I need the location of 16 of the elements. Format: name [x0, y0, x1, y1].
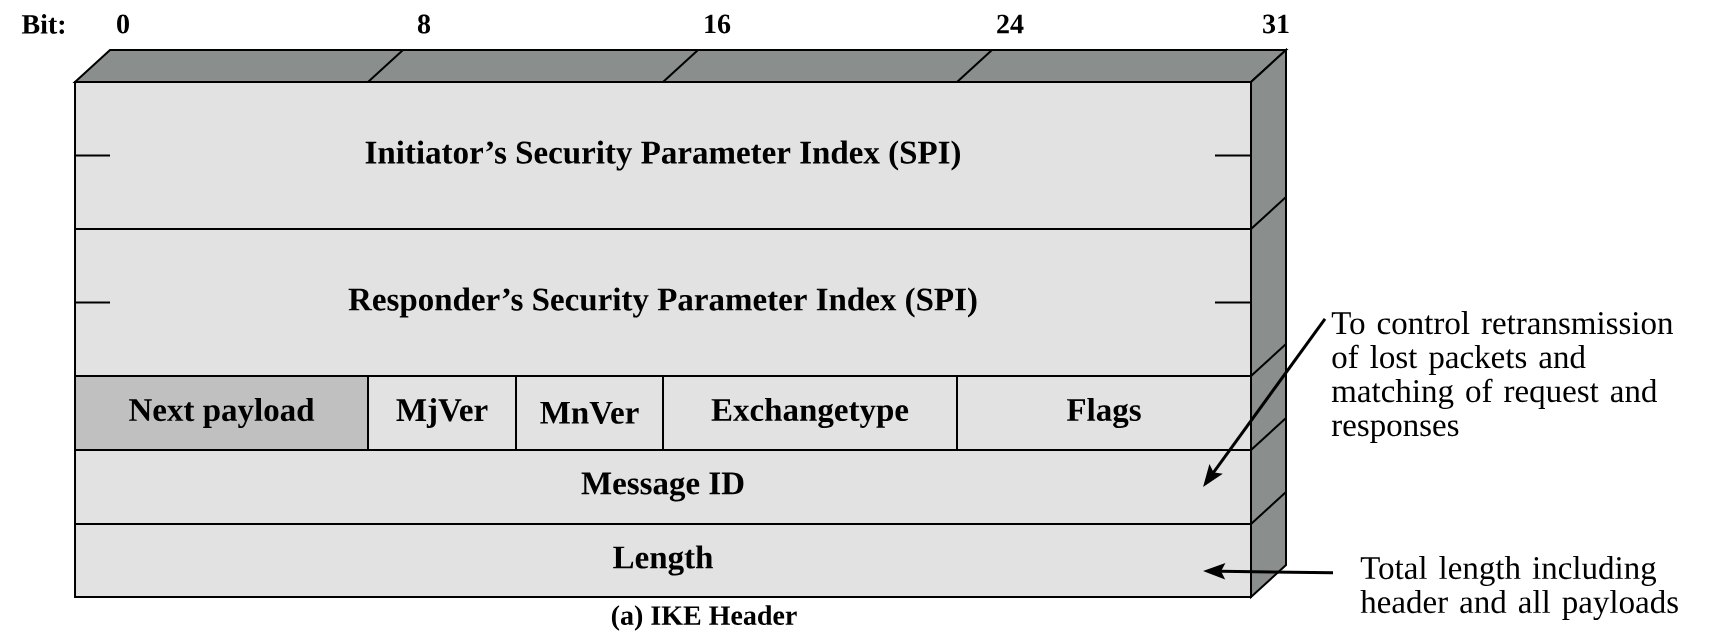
annotation-text: To control retransmission of lost packets and matching of request and responses — [1331, 311, 1673, 443]
header-field: Next payload — [74, 375, 369, 451]
bit-label: 31 — [1263, 14, 1289, 34]
header-field: Initiator’s Security Parameter Index (SPI) — [74, 81, 1252, 230]
caption: (a) IKE Header — [611, 605, 797, 631]
header-field: Length — [74, 523, 1252, 598]
header-field: Exchangetype — [662, 375, 958, 451]
bit-label: 0 — [117, 14, 129, 34]
bit-label: Bit: — [21, 14, 65, 34]
annotation-text: Total length including header and all payloads — [1360, 556, 1678, 620]
header-field: MjVer — [367, 375, 517, 451]
bit-label: 24 — [997, 14, 1024, 34]
bit-label: 16 — [705, 14, 731, 34]
header-field: MnVer — [515, 375, 664, 451]
bit-label: 8 — [417, 14, 431, 34]
header-field: Flags — [956, 375, 1252, 451]
